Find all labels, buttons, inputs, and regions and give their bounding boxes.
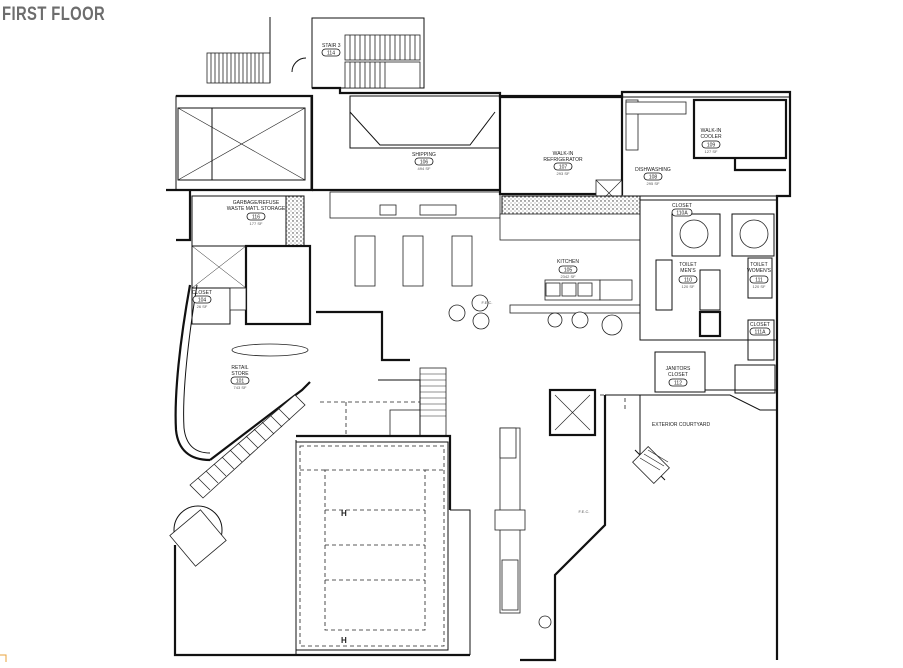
- floor-title: FIRST FLOOR: [2, 4, 106, 25]
- room-label-stair3: STAIR 3 114: [321, 43, 341, 57]
- mens-area: 120 SF: [682, 284, 695, 289]
- elevator-shaft: [494, 388, 597, 629]
- kitchen-area: 2342 SF: [560, 274, 576, 279]
- svg-text:H: H: [341, 509, 347, 518]
- retail-counter: [231, 343, 309, 357]
- garbage-area: 177 SF: [250, 221, 263, 226]
- stair3-number: 114: [327, 51, 335, 57]
- kitchen-equipment: [354, 195, 641, 336]
- room-label-closet110a: CLOSET 110A: [671, 203, 693, 217]
- janitor-number: 112: [674, 381, 682, 387]
- janitor-closet: [654, 351, 777, 394]
- room-label-closet111a: CLOSET 111A: [749, 322, 771, 336]
- svg-text:H: H: [341, 636, 347, 645]
- shipping-room: [312, 95, 501, 219]
- room-label-dishwashing: DISHWASHING 108 295 SF: [635, 167, 671, 186]
- interior-stair: [296, 310, 452, 510]
- walkin-cooler-area: 127 SF: [705, 149, 718, 154]
- womens-number: 111: [755, 278, 763, 284]
- walkin-fridge-number: 107: [559, 165, 568, 171]
- closet104-number: 104: [198, 298, 207, 304]
- dishwashing-name: DISHWASHING: [635, 167, 671, 173]
- shipping-area: 494 SF: [418, 166, 431, 171]
- closet110a-name: CLOSET: [672, 203, 692, 209]
- closet110a-number: 110A: [676, 211, 688, 217]
- top-stair-left: [206, 17, 271, 84]
- stair-3: [291, 17, 425, 89]
- dishwashing-area: 295 SF: [647, 181, 660, 186]
- closet111a-number: 111A: [755, 330, 767, 336]
- kitchen-number: 105: [564, 268, 573, 274]
- walkin-cooler-number: 109: [707, 143, 716, 149]
- lower-hall: H H: [295, 441, 449, 651]
- toilet-rooms: [639, 199, 778, 361]
- retail-store-walls: [174, 284, 311, 462]
- closet-104-shelf: [229, 287, 247, 311]
- womens-area: 120 SF: [753, 284, 766, 289]
- stair3-name: STAIR 3: [322, 43, 341, 49]
- retail-area: 743 SF: [234, 385, 247, 390]
- room-label-closet104: CLOSET 104 26 SF: [192, 290, 212, 309]
- south-walls: [173, 394, 641, 662]
- fec-label-kitchen: F.E.C.: [482, 300, 493, 305]
- exterior-courtyard: [605, 394, 777, 484]
- angled-stair: [169, 394, 306, 567]
- fec-label-south: F.E.C.: [579, 509, 590, 514]
- closet104-name: CLOSET: [192, 290, 212, 296]
- courtyard-label: EXTERIOR COURTYARD: [652, 422, 711, 428]
- retail-number: 101: [236, 379, 245, 385]
- closet104-area: 26 SF: [197, 304, 208, 309]
- shipping-number: 106: [420, 160, 429, 166]
- dishwashing-room: [621, 96, 791, 197]
- dishwashing-number: 108: [649, 175, 658, 181]
- kitchen-name: KITCHEN: [557, 259, 579, 265]
- shipping-name: SHIPPING: [412, 152, 436, 158]
- room-label-shipping: SHIPPING 106 494 SF: [412, 152, 436, 171]
- closet111a-name: CLOSET: [750, 322, 770, 328]
- walkin-fridge-area: 293 SF: [557, 171, 570, 176]
- room-label-kitchen: KITCHEN 105 2342 SF: [557, 259, 579, 279]
- mens-number: 110: [684, 278, 692, 284]
- exterior-walls: [166, 86, 792, 660]
- corner-mark: [0, 654, 7, 662]
- garbage-number: 116: [252, 215, 260, 221]
